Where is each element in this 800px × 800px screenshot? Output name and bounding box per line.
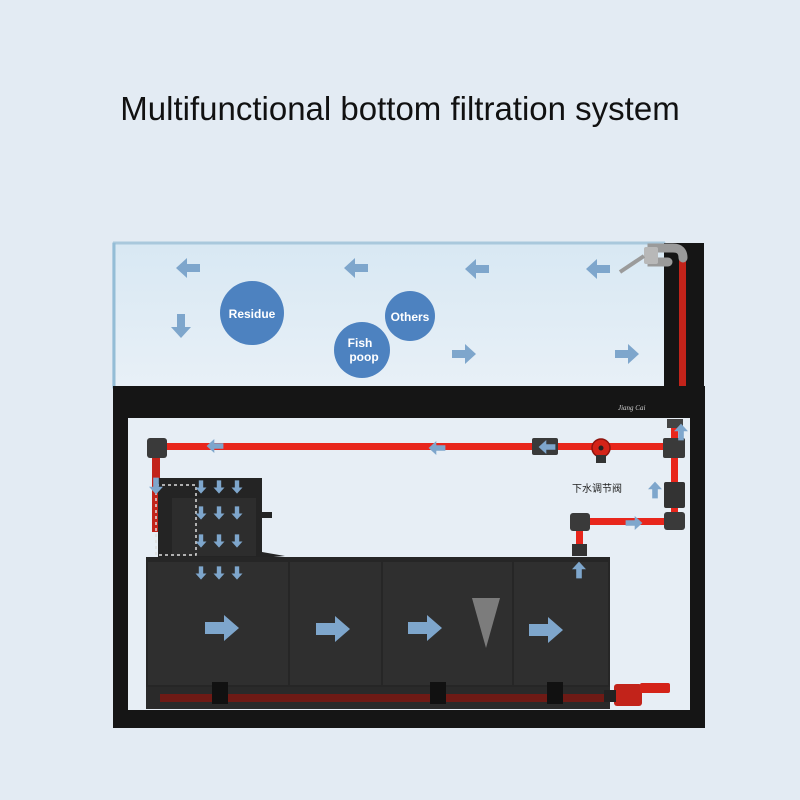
fish-poop-bubble	[334, 322, 390, 378]
bottom-pipe-clip-2	[430, 682, 446, 704]
sump-chamber-4	[514, 562, 608, 685]
riser-connector	[572, 544, 587, 556]
adjustment-valve-body	[596, 455, 606, 463]
elbow-fitting-left	[147, 438, 167, 458]
bottom-return-pipe	[160, 694, 608, 702]
bottom-pipe-clip-1	[212, 682, 228, 704]
protein-skimmer-cone	[472, 598, 500, 648]
pump-outlet	[640, 683, 670, 693]
return-pipe-vertical	[679, 260, 686, 390]
valve-bolt	[598, 445, 604, 451]
brand-logo: Jiang Cai	[618, 404, 645, 412]
return-pipe-riser	[576, 518, 583, 552]
diagram-title: Multifunctional bottom filtration system	[120, 90, 680, 127]
fish-poop-label-line1: Fish	[348, 336, 373, 350]
elbow-fitting-riser	[570, 513, 590, 531]
fish-poop-label-line2: poop	[349, 350, 378, 364]
residue-bubble	[220, 281, 284, 345]
return-pipe-right-down	[671, 425, 678, 525]
bottom-pipe-clip-3	[547, 682, 563, 704]
pump-intake	[604, 690, 616, 702]
others-bubble	[385, 291, 435, 341]
residue-label: Residue	[229, 307, 276, 321]
prefilter-dashed-outline	[155, 484, 197, 556]
prefilter-inner	[172, 498, 256, 556]
pump-body	[614, 684, 642, 706]
return-pipe-top	[157, 443, 677, 450]
tee-fitting	[663, 438, 685, 458]
check-valve	[664, 482, 685, 508]
elbow-fitting-bottom-right	[664, 512, 685, 530]
top-entry-fitting	[667, 419, 683, 428]
others-label: Others	[391, 310, 430, 324]
nozzle-tube	[618, 254, 646, 274]
valve-label: 下水调节阀	[572, 482, 622, 495]
nozzle-cap	[644, 247, 658, 264]
